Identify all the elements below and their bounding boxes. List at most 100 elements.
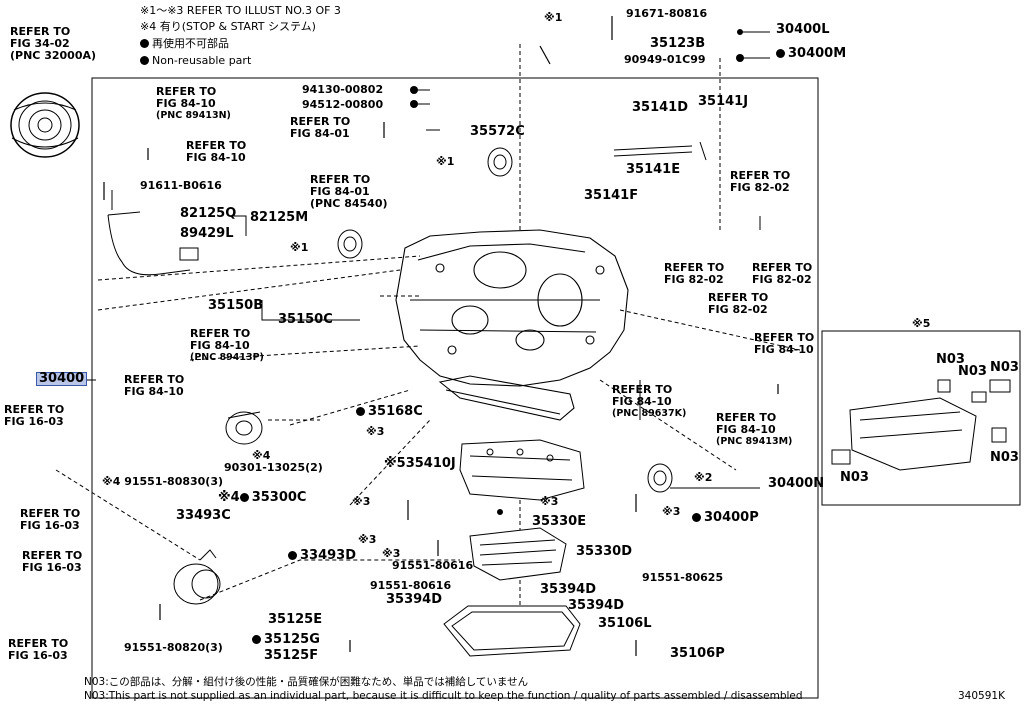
mark-x4-90301: ※4 xyxy=(252,449,271,462)
part-35410J[interactable]: ※535410J xyxy=(384,456,456,471)
inset-n03-2[interactable]: N03 xyxy=(958,364,987,379)
transaxle-case-drawing xyxy=(395,229,629,421)
refer-fig-84-10-e[interactable]: REFER TO FIG 84-10 xyxy=(754,331,815,356)
part-91551-80616-a[interactable]: 91551-80616 xyxy=(392,559,474,572)
refer-fig-82-02-d[interactable]: REFER TO FIG 82-02 xyxy=(708,291,769,316)
part-91551-80830-3[interactable]: ※4 91551-80830(3) xyxy=(102,475,224,488)
part-35394D-c[interactable]: 35394D xyxy=(568,598,625,613)
part-91551-80820-3[interactable]: 91551-80820(3) xyxy=(124,641,223,654)
non-reusable-dot-icon xyxy=(239,493,249,502)
mark-x3-d: ※3 xyxy=(382,547,401,560)
part-35394D-a[interactable]: 35394D xyxy=(540,582,597,597)
part-94512-00800[interactable]: 94512-00800 xyxy=(302,98,384,111)
seal-1-drawing xyxy=(487,147,513,177)
refer-fig-16-03-b[interactable]: REFER TO FIG 16-03 xyxy=(20,507,81,532)
header-note-4: Non-reusable part xyxy=(140,54,251,67)
non-reusable-dot-icon xyxy=(692,513,701,522)
part-35330D[interactable]: 35330D xyxy=(576,544,633,559)
part-90949-01C99[interactable]: 90949-01C99 xyxy=(624,53,706,66)
inset-n03-5[interactable]: N03 xyxy=(840,470,869,485)
part-94130-00802[interactable]: 94130-00802 xyxy=(302,83,384,96)
part-30400L[interactable]: 30400L xyxy=(776,22,830,37)
part-30400P[interactable]: 30400P xyxy=(692,511,759,524)
main-frame xyxy=(91,77,819,699)
part-35141D[interactable]: 35141D xyxy=(632,100,689,115)
part-35125E[interactable]: 35125E xyxy=(268,612,323,627)
part-35150C[interactable]: 35150C xyxy=(278,312,333,327)
refer-fig-16-03-c[interactable]: REFER TO FIG 16-03 xyxy=(22,549,83,574)
shift-shaft-drawing xyxy=(613,141,707,161)
non-reusable-dot-icon xyxy=(140,56,149,65)
refer-fig-84-01-b[interactable]: REFER TO FIG 84-01 (PNC 84540) xyxy=(310,173,388,210)
part-91671-80816[interactable]: 91671-80816 xyxy=(626,7,708,20)
refer-fig-82-02-b[interactable]: REFER TO FIG 82-02 xyxy=(752,261,813,286)
refer-fig-82-02-c[interactable]: REFER TO FIG 82-02 xyxy=(664,261,725,286)
oil-pump-drawing xyxy=(225,411,263,445)
header-note-3: 再使用不可部品 xyxy=(140,37,229,50)
mark-x3-e: ※3 xyxy=(540,495,559,508)
part-33493D[interactable]: 33493D xyxy=(288,549,356,562)
mark-x1-top: ※1 xyxy=(544,11,563,24)
non-reusable-dot-icon xyxy=(776,49,785,58)
part-35141F[interactable]: 35141F xyxy=(584,188,639,203)
wire-harness-drawing xyxy=(107,190,199,276)
part-91611-B0616[interactable]: 91611-B0616 xyxy=(140,179,222,192)
part-91551-80616-b[interactable]: 91551-80616 xyxy=(370,579,452,592)
inset-n03-4[interactable]: N03 xyxy=(990,450,1019,465)
part-35141E[interactable]: 35141E xyxy=(626,162,681,177)
mark-x1-left: ※1 xyxy=(290,241,309,254)
part-82125Q[interactable]: 82125Q xyxy=(180,206,237,221)
part-35125F[interactable]: 35125F xyxy=(264,648,319,663)
inset-n03-1[interactable]: N03 xyxy=(936,352,965,367)
footer-note-en: N03:This part is not supplied as an indi… xyxy=(84,690,803,702)
part-90301-13025-2[interactable]: 90301-13025(2) xyxy=(224,461,323,474)
non-reusable-dot-icon xyxy=(252,635,261,644)
inset-title: ※5 xyxy=(912,317,931,330)
refer-fig-84-10-d[interactable]: REFER TO FIG 84-10 xyxy=(124,373,185,398)
refer-fig-16-03-d[interactable]: REFER TO FIG 16-03 xyxy=(8,637,69,662)
part-35106L[interactable]: 35106L xyxy=(598,616,652,631)
refer-fig-84-10-g[interactable]: REFER TO FIG 84-10 (PNC 89413M) xyxy=(716,411,793,448)
electric-pump-drawing xyxy=(173,549,221,605)
torque-converter-drawing xyxy=(10,92,80,158)
part-91551-80625[interactable]: 91551-80625 xyxy=(642,571,724,584)
refer-fig-82-02-a[interactable]: REFER TO FIG 82-02 xyxy=(730,169,791,194)
oil-pan-drawing xyxy=(443,605,581,657)
inset-valve-body-drawing xyxy=(831,379,1011,471)
refer-fig-34-02[interactable]: REFER TO FIG 34-02 (PNC 32000A) xyxy=(10,25,97,62)
oil-strainer-drawing xyxy=(469,527,567,581)
non-reusable-dot-icon xyxy=(288,551,297,560)
inset-n03-3[interactable]: N03 xyxy=(990,360,1019,375)
part-35168C[interactable]: 35168C xyxy=(356,405,423,418)
part-82125M[interactable]: 82125M xyxy=(250,210,309,225)
part-35394D-b[interactable]: 35394D xyxy=(386,592,443,607)
refer-fig-16-03-a[interactable]: REFER TO FIG 16-03 xyxy=(4,403,65,428)
part-30400-highlighted[interactable]: 30400 xyxy=(36,372,88,386)
part-35330E[interactable]: 35330E xyxy=(532,514,587,529)
refer-fig-84-10-c[interactable]: REFER TO FIG 84-10 (PNC 89413P) xyxy=(190,327,264,364)
footer-note-jp: N03:この部品は、分解・組付け後の性能・品質確保が困難なため、単品では補給して… xyxy=(84,676,529,688)
seal-2-drawing xyxy=(337,229,363,259)
part-35123B[interactable]: 35123B xyxy=(650,36,706,51)
mark-x2: ※2 xyxy=(694,471,713,484)
part-30400N[interactable]: 30400N xyxy=(768,476,825,491)
non-reusable-dot-icon xyxy=(140,39,149,48)
part-35141J[interactable]: 35141J xyxy=(698,94,749,109)
part-30400M[interactable]: 30400M xyxy=(776,47,846,60)
refer-fig-84-10-b[interactable]: REFER TO FIG 84-10 xyxy=(186,139,247,164)
mark-x3-f: ※3 xyxy=(662,505,681,518)
valve-body-drawing xyxy=(459,439,585,501)
refer-fig-84-10-f[interactable]: REFER TO FIG 84-10 (PNC 89637K) xyxy=(612,383,687,420)
refer-fig-84-01-a[interactable]: REFER TO FIG 84-01 xyxy=(290,115,351,140)
part-89429L[interactable]: 89429L xyxy=(180,226,234,241)
part-35150B[interactable]: 35150B xyxy=(208,298,264,313)
illustration-code: 340591K xyxy=(958,690,1005,702)
part-33493C[interactable]: 33493C xyxy=(176,508,231,523)
part-35572C[interactable]: 35572C xyxy=(470,124,525,139)
part-35125G[interactable]: 35125G xyxy=(252,633,320,646)
part-35106P[interactable]: 35106P xyxy=(670,646,725,661)
refer-fig-84-10-a[interactable]: REFER TO FIG 84-10 (PNC 89413N) xyxy=(156,85,231,122)
mark-x3-b: ※3 xyxy=(352,495,371,508)
